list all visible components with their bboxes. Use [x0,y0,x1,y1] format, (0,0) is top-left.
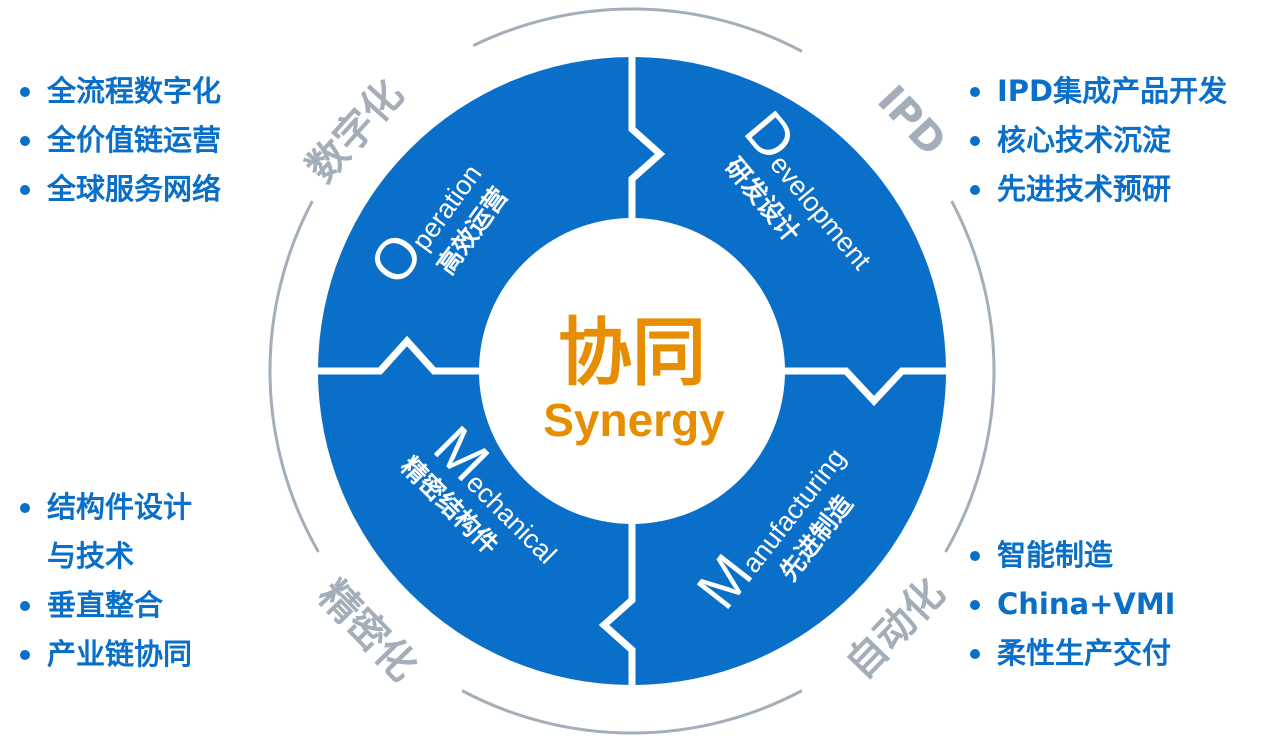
list-item: IPD集成产品开发 [970,67,1227,116]
gap-left [312,335,490,375]
puzzle-gaps [312,50,952,692]
list-item: 全价值链运营 [20,116,221,165]
list-digitalization: 全流程数字化 全价值链运营 全球服务网络 [20,67,221,214]
list-ipd: IPD集成产品开发 核心技术沉淀 先进技术预研 [970,67,1227,214]
list-item: 结构件设计 [20,483,192,532]
list-automation: 智能制造 China+VMI 柔性生产交付 [970,531,1175,678]
gap-top [628,50,666,230]
center-circle [479,218,785,524]
ring-arc-bottom [461,689,803,735]
gap-bottom [598,520,636,692]
list-item: 先进技术预研 [970,165,1227,214]
list-item: 全球服务网络 [20,165,221,214]
list-item: 与技术 [47,539,135,573]
list-item: 柔性生产交付 [970,629,1175,678]
list-item: 核心技术沉淀 [970,116,1227,165]
center-title-en: Synergy [543,394,725,446]
list-item: 垂直整合 [20,581,192,630]
ring-arc-top [472,7,803,53]
list-precision: 结构件设计 与技术 垂直整合 产业链协同 [20,483,192,679]
list-item: China+VMI [970,580,1175,629]
list-item: 智能制造 [970,531,1175,580]
ring-label-ipd: IPD [868,77,954,165]
center-title-cn: 协同 [558,310,706,396]
outer-ring [268,7,996,735]
gap-right [780,367,952,407]
list-item: 产业链协同 [20,630,192,679]
ring-arc-right [944,200,996,553]
ring-arc-left [268,200,320,553]
list-item: 全流程数字化 [20,67,221,116]
